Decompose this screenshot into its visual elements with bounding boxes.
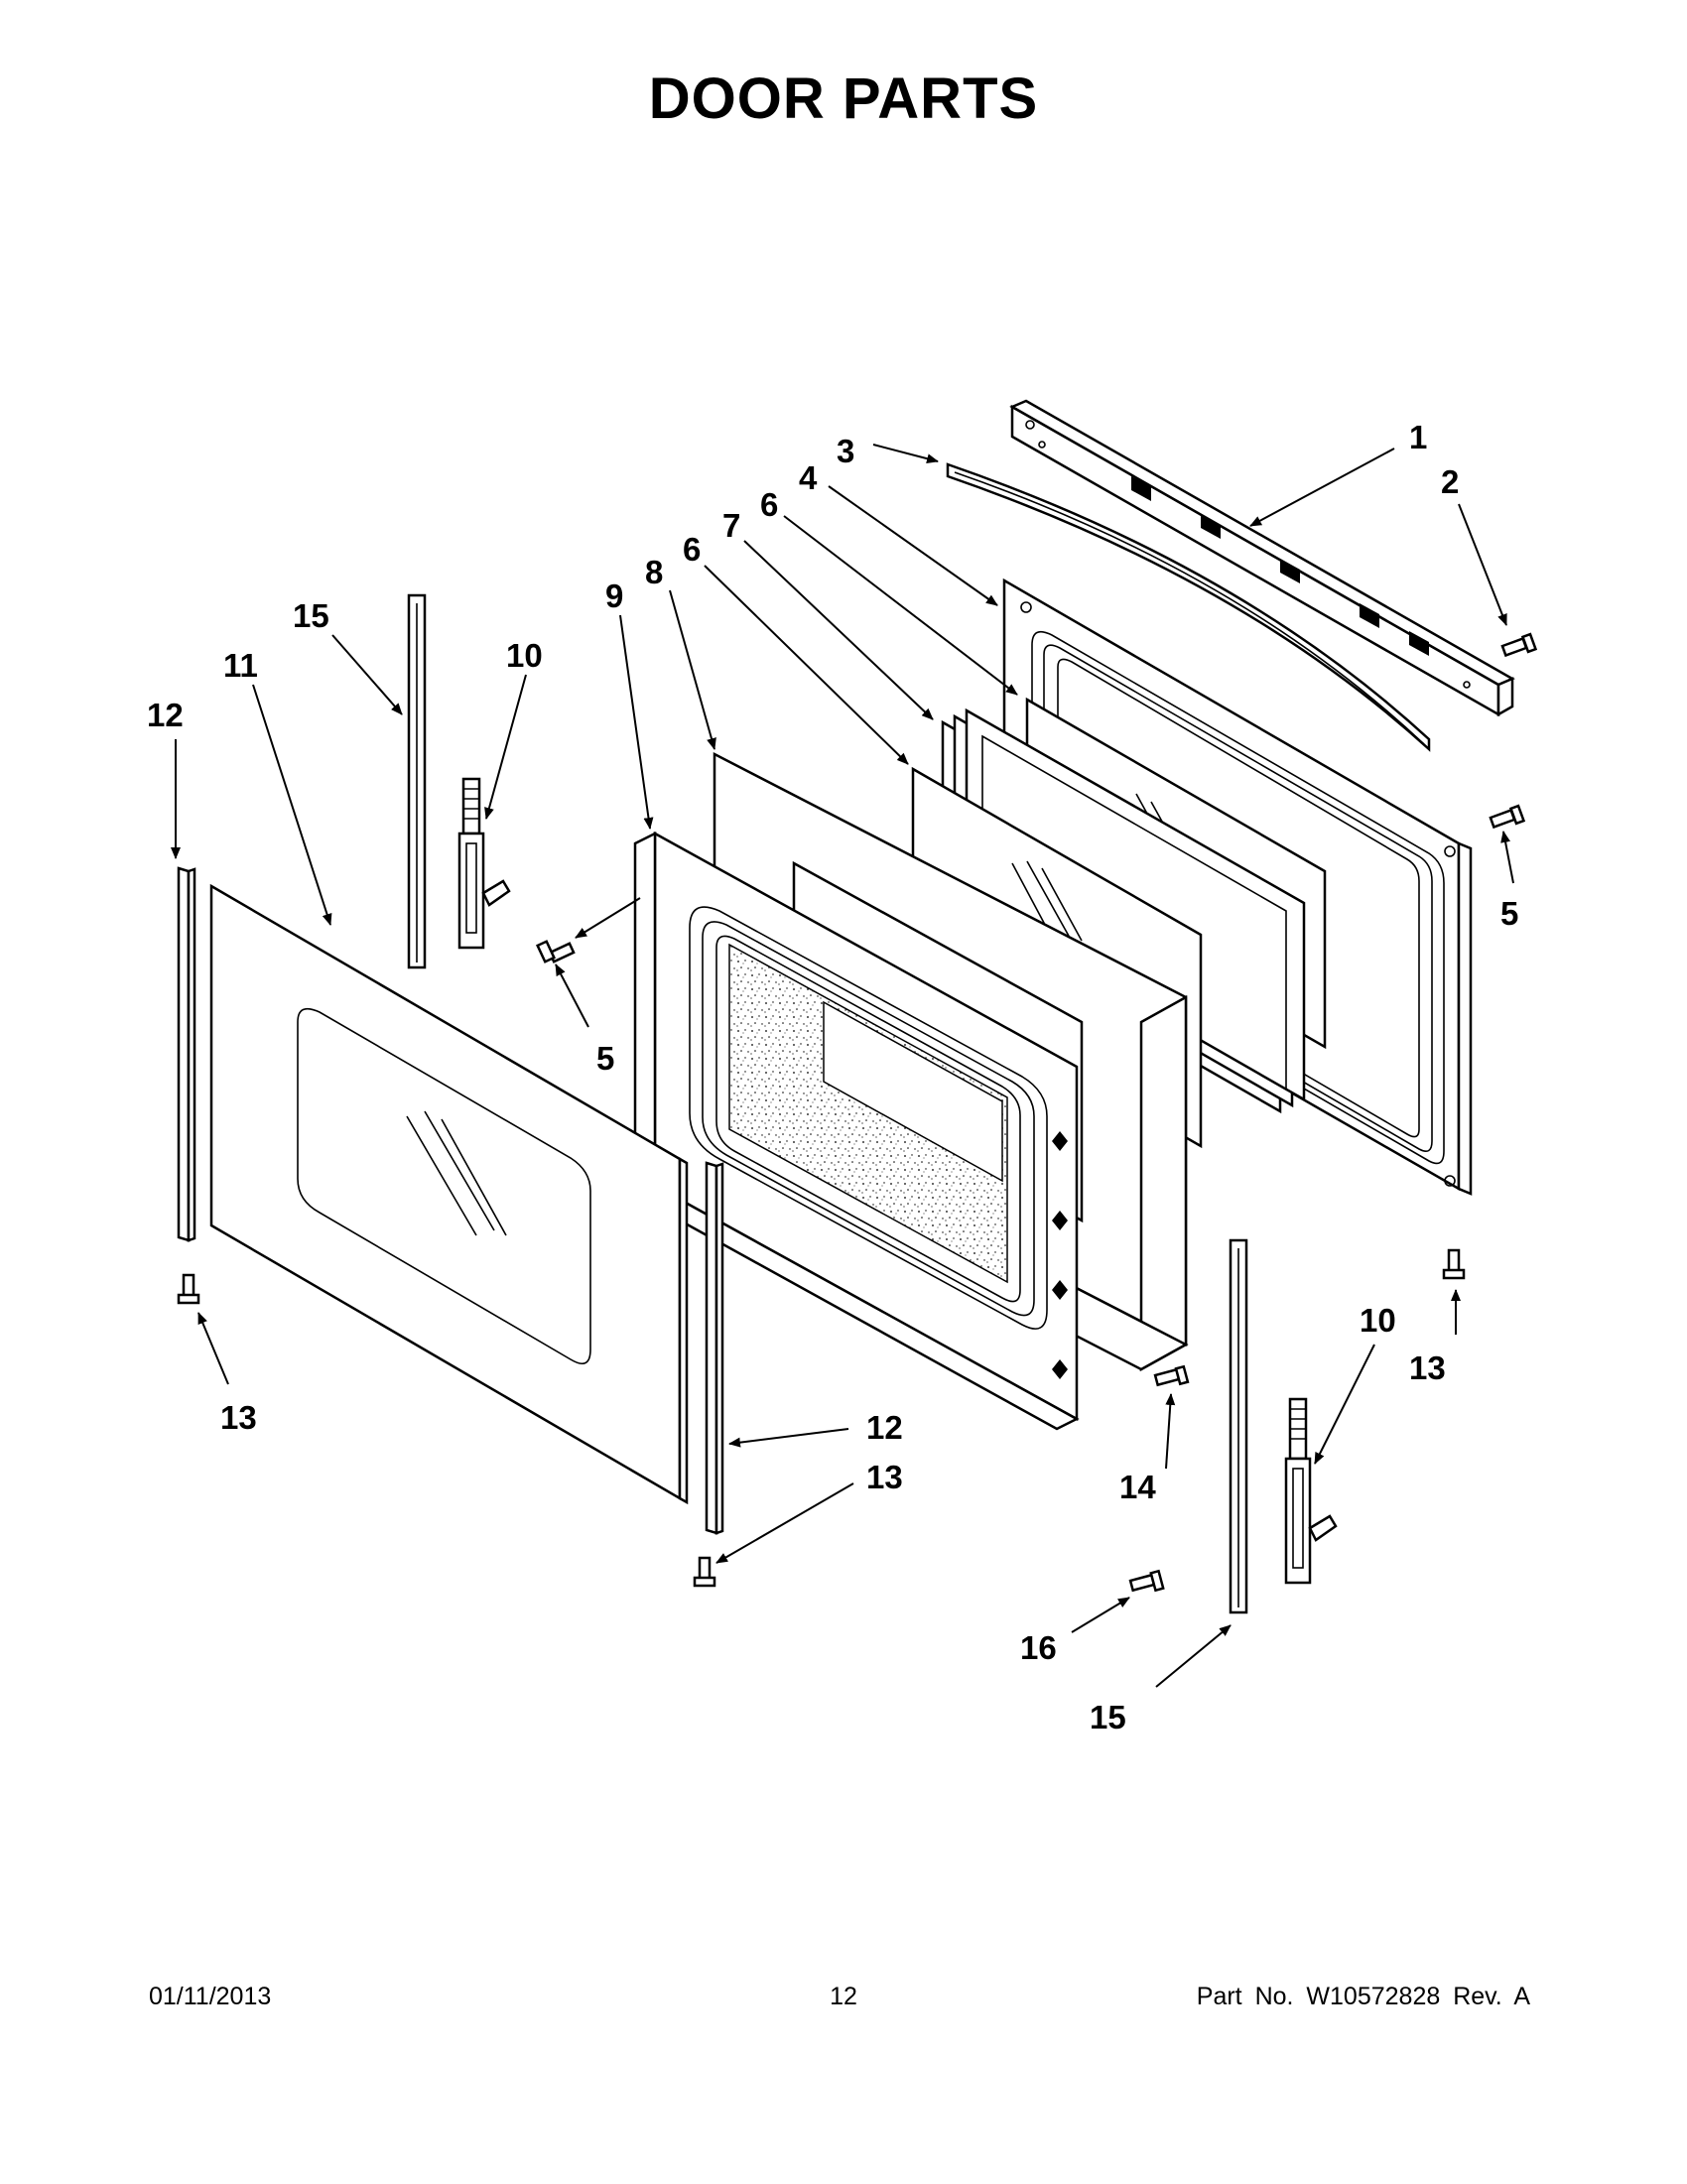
callout-4: 4	[799, 459, 818, 496]
footer-part-number: Part No. W10572828 Rev. A	[1196, 1983, 1530, 2010]
screw-5-left	[536, 940, 576, 964]
callout-16: 16	[1020, 1629, 1057, 1666]
callout-7: 7	[722, 507, 740, 544]
callout-15b: 15	[1090, 1699, 1126, 1735]
part-hinge-left	[457, 777, 511, 950]
part-outer-door-panel	[209, 883, 689, 1505]
callout-13c: 13	[1409, 1349, 1446, 1386]
callout-10a: 10	[506, 637, 543, 674]
screw-5-right	[1489, 804, 1526, 830]
part-door-liner	[632, 831, 1080, 1431]
callout-5b: 5	[1500, 895, 1518, 932]
screw-16	[1128, 1569, 1165, 1593]
part-side-trim-right	[705, 1161, 724, 1535]
part-hinge-right	[1284, 1397, 1338, 1585]
screw-13-center	[693, 1556, 716, 1588]
part-hinge-receiver-left	[407, 593, 427, 969]
footer-page-number: 12	[830, 1983, 857, 2010]
screw-2	[1500, 632, 1538, 658]
callout-labels: 1 2 3 4 6 7 6 8 9 15 10 11 12 5 5 13 12 …	[147, 419, 1518, 1735]
callout-1: 1	[1409, 419, 1427, 455]
screw-13-left	[177, 1273, 200, 1305]
callout-6b: 6	[683, 531, 701, 568]
callout-13b: 13	[866, 1459, 903, 1495]
part-side-trim-left	[177, 866, 196, 1242]
callout-15a: 15	[293, 597, 329, 634]
callout-14: 14	[1119, 1469, 1156, 1505]
callout-11: 11	[223, 647, 258, 684]
screw-13-right	[1442, 1248, 1466, 1280]
callout-8: 8	[645, 554, 663, 590]
footer-date: 01/11/2013	[149, 1983, 272, 2010]
callout-10b: 10	[1360, 1302, 1396, 1339]
callout-3: 3	[837, 433, 854, 469]
callout-2: 2	[1441, 463, 1459, 500]
part-vent-trim	[1009, 399, 1515, 717]
callout-5a: 5	[596, 1040, 614, 1077]
callout-12a: 12	[147, 697, 184, 733]
page-title: DOOR PARTS	[648, 66, 1039, 131]
part-hinge-receiver-right	[1229, 1238, 1248, 1614]
callout-9: 9	[605, 578, 623, 614]
screw-14	[1153, 1364, 1190, 1387]
leader-lines	[171, 444, 1514, 1688]
callout-13a: 13	[220, 1399, 257, 1436]
part-vent-deflector	[946, 462, 1431, 752]
callout-6a: 6	[760, 486, 778, 523]
callout-12b: 12	[866, 1409, 903, 1446]
